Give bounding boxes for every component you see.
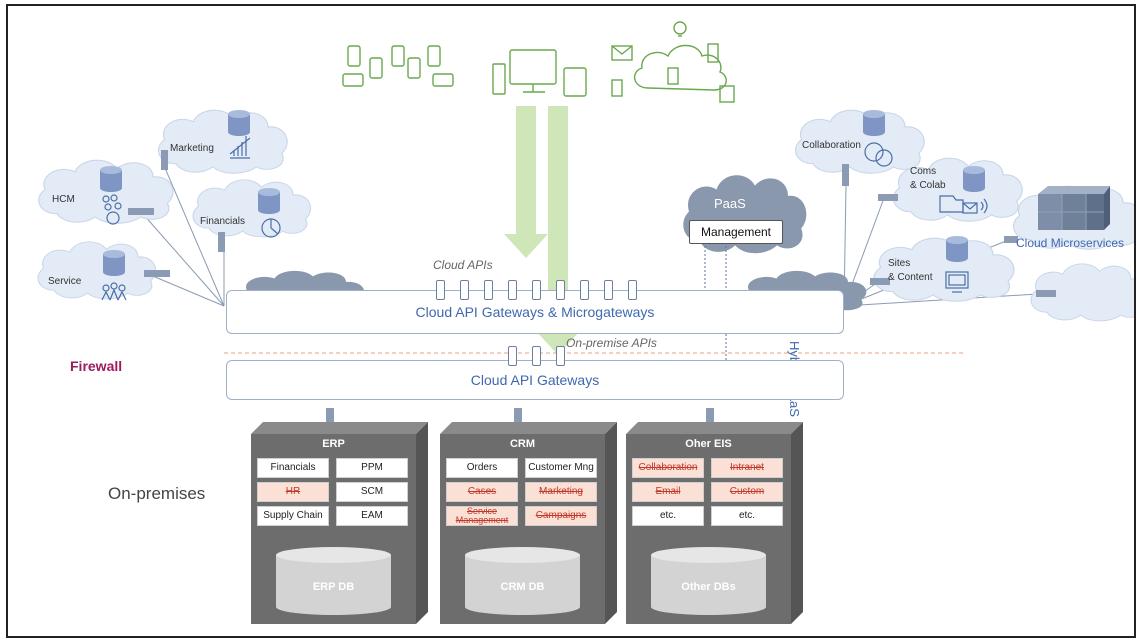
api-slot bbox=[508, 346, 517, 366]
pie-chart-icon bbox=[261, 218, 281, 238]
cloud-label-microservices: Cloud Microservices bbox=[1016, 236, 1125, 250]
lower-gateway-label: Cloud API Gateways bbox=[470, 372, 600, 388]
management-box: Management bbox=[689, 220, 783, 244]
module-cell: HR bbox=[257, 482, 329, 502]
diagram-frame: Marketing HCM Financials Service Collabo… bbox=[6, 4, 1136, 638]
api-slot bbox=[460, 280, 469, 300]
database-label: Other DBs bbox=[681, 581, 736, 593]
cloud-service bbox=[37, 241, 157, 300]
people-icon bbox=[102, 194, 122, 225]
cloud-label-sites-1: Sites bbox=[888, 258, 911, 269]
database-icon bbox=[100, 166, 122, 192]
cloud-sites bbox=[873, 237, 1015, 302]
api-slot bbox=[508, 280, 517, 300]
module-cell: EAM bbox=[336, 506, 408, 526]
database-icon bbox=[863, 110, 885, 136]
system-title: ERP bbox=[322, 438, 345, 450]
module-cell: Collaboration bbox=[632, 458, 704, 478]
upper-gateway-label: Cloud API Gateways & Microgateways bbox=[415, 304, 655, 320]
module-cell: PPM bbox=[336, 458, 408, 478]
database-icon bbox=[103, 250, 125, 276]
cloud-label-coms-1: Coms bbox=[910, 166, 937, 177]
cloud-label-collaboration: Collaboration bbox=[802, 140, 861, 151]
cloud-label-financials: Financials bbox=[200, 216, 246, 227]
onpremises-label: On-premises bbox=[108, 484, 206, 503]
module-cell: Customer Mng bbox=[525, 458, 597, 478]
people-icon bbox=[101, 282, 127, 301]
database-icon bbox=[946, 236, 968, 262]
api-slot bbox=[604, 280, 613, 300]
api-slot bbox=[484, 280, 493, 300]
iot-devices-icon bbox=[611, 21, 735, 103]
database-label: CRM DB bbox=[500, 581, 545, 593]
api-slot bbox=[556, 346, 565, 366]
database-icon bbox=[258, 188, 280, 214]
paas-label: PaaS bbox=[714, 196, 746, 211]
cloud-financials bbox=[192, 179, 312, 238]
cloud-label-marketing: Marketing bbox=[170, 143, 214, 154]
module-cell: SCM bbox=[336, 482, 408, 502]
api-slot bbox=[580, 280, 589, 300]
left-cloud-connectors bbox=[142, 167, 225, 307]
system-title: CRM bbox=[509, 438, 536, 450]
chart-icon bbox=[229, 136, 251, 159]
cloud-label-hcm: HCM bbox=[52, 194, 75, 205]
cloud-apis-label: Cloud APIs bbox=[433, 258, 493, 272]
system-connector bbox=[706, 408, 714, 422]
cloud-label-sites-2: & Content bbox=[888, 272, 933, 283]
cubes-icon bbox=[1038, 186, 1110, 230]
cloud-label-service: Service bbox=[48, 276, 82, 287]
mobile-devices-icon bbox=[342, 45, 454, 87]
folder-icon bbox=[939, 195, 988, 214]
module-cell: Cases bbox=[446, 482, 518, 502]
system-title: Oher EIS bbox=[685, 438, 732, 450]
module-cell: Intranet bbox=[711, 458, 783, 478]
api-slot bbox=[556, 280, 565, 300]
database-cylinder: Other DBs bbox=[651, 547, 766, 615]
database-icon bbox=[228, 110, 250, 136]
api-slot bbox=[532, 346, 541, 366]
module-cell: Marketing bbox=[525, 482, 597, 502]
cloud-label-coms-2: & Colab bbox=[910, 180, 946, 191]
api-slot bbox=[628, 280, 637, 300]
module-cell: Custom bbox=[711, 482, 783, 502]
lower-gateway-bar: Cloud API Gateways bbox=[226, 360, 844, 400]
database-icon bbox=[963, 166, 985, 192]
chat-icon bbox=[864, 142, 893, 167]
module-cell: Campaigns bbox=[525, 506, 597, 526]
system-connector bbox=[326, 408, 334, 422]
module-cell: etc. bbox=[632, 506, 704, 526]
diagram-canvas bbox=[37, 21, 1134, 362]
database-cylinder: ERP DB bbox=[276, 547, 391, 615]
cloud-marketing bbox=[157, 109, 288, 174]
traffic-arrows bbox=[504, 106, 580, 355]
firewall-label: Firewall bbox=[70, 358, 123, 374]
monitor-icon bbox=[945, 271, 969, 293]
module-cell: etc. bbox=[711, 506, 783, 526]
module-cell: Orders bbox=[446, 458, 518, 478]
api-slot bbox=[436, 280, 445, 300]
system-connector bbox=[514, 408, 522, 422]
database-label: ERP DB bbox=[312, 581, 355, 593]
desktop-devices-icon bbox=[492, 49, 587, 97]
database-cylinder: CRM DB bbox=[465, 547, 580, 615]
onprem-apis-label: On-premise APIs bbox=[566, 336, 657, 350]
module-cell: Email bbox=[632, 482, 704, 502]
api-slot bbox=[532, 280, 541, 300]
module-cell: Financials bbox=[257, 458, 329, 478]
module-cell: Supply Chain bbox=[257, 506, 329, 526]
module-cell: Service Management bbox=[446, 506, 518, 526]
